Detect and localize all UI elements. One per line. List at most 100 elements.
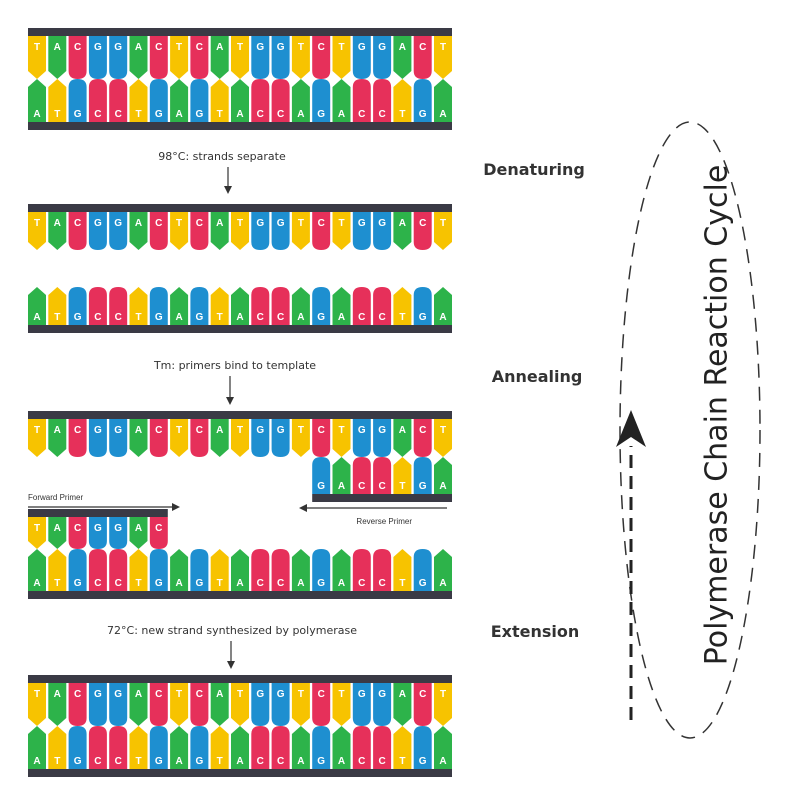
thymine-base: [28, 212, 46, 250]
guanine-base: [312, 457, 331, 494]
guanine-base: [68, 287, 87, 325]
base-letter: G: [74, 109, 82, 120]
thymine-base: [129, 726, 148, 769]
thymine-base: [210, 79, 229, 122]
adenine-base: [434, 79, 452, 122]
base-letter: T: [440, 42, 446, 53]
base-letter: C: [115, 578, 122, 589]
base-letter: G: [378, 218, 386, 229]
base-letter: A: [236, 578, 243, 589]
block2-top-backbone: [28, 204, 452, 212]
base-letter: T: [176, 42, 182, 53]
base-letter: C: [257, 109, 264, 120]
block1-top-backbone: [28, 28, 452, 36]
adenine-base: [129, 683, 148, 726]
base-letter: T: [440, 425, 446, 436]
cytosine-base: [373, 457, 392, 494]
cytosine-base: [352, 79, 371, 122]
adenine-base: [393, 683, 412, 726]
base-letter: C: [358, 756, 365, 767]
cycle-up-arrow-icon: [616, 410, 646, 447]
thymine-base: [393, 79, 412, 122]
thymine-base: [291, 419, 310, 457]
guanine-base: [373, 36, 392, 79]
base-letter: C: [419, 218, 426, 229]
adenine-base: [210, 212, 229, 250]
base-letter: T: [34, 425, 40, 436]
cytosine-base: [68, 212, 87, 250]
base-letter: A: [54, 42, 61, 53]
adenine-base: [210, 419, 229, 457]
guanine-base: [68, 549, 87, 591]
base-letter: C: [318, 689, 325, 700]
base-letter: A: [399, 218, 406, 229]
base-letter: T: [176, 689, 182, 700]
thymine-base: [48, 79, 67, 122]
thymine-base: [170, 212, 189, 250]
base-letter: C: [74, 218, 81, 229]
base-letter: A: [54, 218, 61, 229]
thymine-base: [291, 683, 310, 726]
base-letter: A: [33, 312, 40, 323]
adenine-base: [210, 683, 229, 726]
adenine-base: [170, 287, 189, 325]
base-letter: C: [74, 42, 81, 53]
base-letter: T: [237, 42, 243, 53]
adenine-base: [332, 79, 351, 122]
cytosine-base: [68, 419, 87, 457]
base-letter: A: [54, 523, 61, 534]
thymine-base: [210, 549, 229, 591]
thymine-base: [129, 79, 148, 122]
step-denaturing: Denaturing: [483, 160, 585, 179]
cytosine-base: [271, 287, 290, 325]
base-letter: T: [54, 109, 60, 120]
guanine-base: [68, 726, 87, 769]
base-letter: G: [419, 481, 427, 492]
base-letter: A: [439, 578, 446, 589]
base-letter: C: [196, 425, 203, 436]
guanine-base: [88, 36, 107, 79]
base-letter: A: [439, 481, 446, 492]
cytosine-base: [413, 419, 432, 457]
adenine-base: [291, 287, 310, 325]
base-letter: A: [338, 109, 345, 120]
base-letter: T: [399, 578, 405, 589]
guanine-base: [352, 212, 371, 250]
base-letter: T: [237, 218, 243, 229]
base-letter: A: [338, 756, 345, 767]
cytosine-base: [149, 212, 168, 250]
base-letter: T: [217, 312, 223, 323]
guanine-base: [109, 36, 128, 79]
guanine-base: [352, 419, 371, 457]
base-letter: T: [217, 578, 223, 589]
base-letter: G: [358, 218, 366, 229]
guanine-base: [312, 726, 331, 769]
base-letter: A: [439, 756, 446, 767]
thymine-base: [434, 36, 452, 79]
base-letter: G: [155, 312, 163, 323]
thymine-base: [332, 683, 351, 726]
thymine-base: [170, 36, 189, 79]
adenine-base: [393, 36, 412, 79]
denature-caption: 98°C: strands separate: [158, 150, 286, 163]
guanine-base: [271, 212, 290, 250]
thymine-base: [434, 212, 452, 250]
block3-top-backbone: [28, 411, 452, 419]
base-letter: A: [439, 312, 446, 323]
guanine-base: [149, 79, 168, 122]
base-letter: T: [440, 689, 446, 700]
base-letter: C: [74, 425, 81, 436]
anneal-caption: Tm: primers bind to template: [153, 359, 316, 372]
base-letter: T: [217, 109, 223, 120]
guanine-base: [251, 212, 270, 250]
base-letter: A: [175, 109, 182, 120]
thymine-base: [48, 287, 67, 325]
base-letter: G: [277, 218, 285, 229]
thymine-base: [393, 549, 412, 591]
guanine-base: [251, 683, 270, 726]
